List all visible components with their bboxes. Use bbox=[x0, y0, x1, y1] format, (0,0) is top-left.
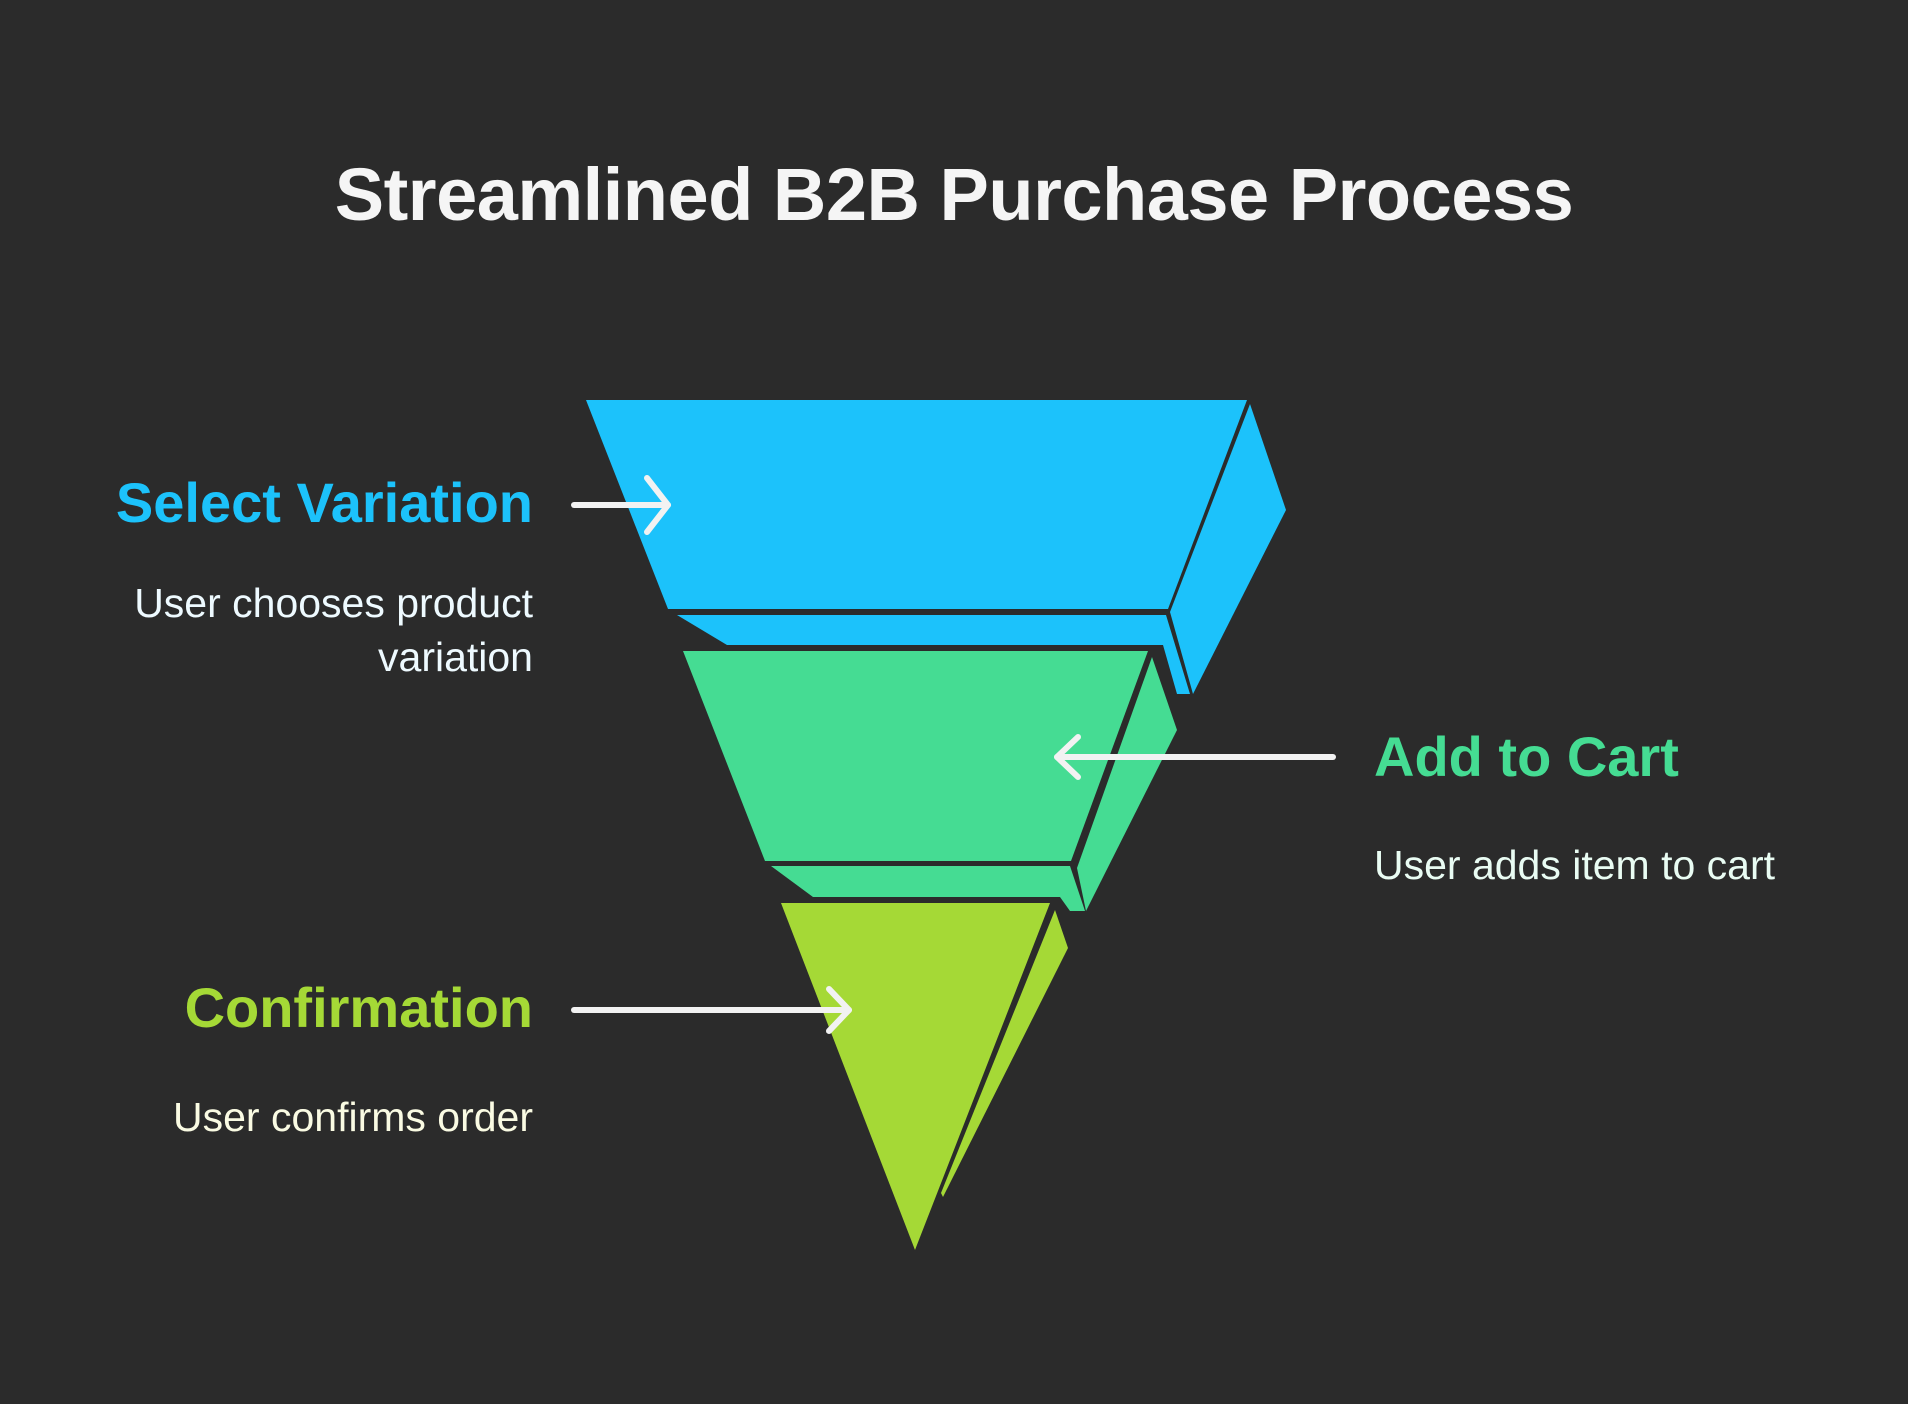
stage-description-select-variation: User chooses product variation bbox=[13, 576, 533, 684]
stage-1-bottom-face bbox=[677, 615, 1190, 694]
stage-description-line: variation bbox=[378, 634, 533, 680]
funnel-stage-select-variation bbox=[586, 400, 1286, 694]
arrow-right-icon bbox=[571, 986, 852, 1034]
stage-3-front-face bbox=[781, 903, 1050, 1250]
stage-title-confirmation: Confirmation bbox=[184, 976, 533, 1039]
stage-2-bottom-face bbox=[771, 866, 1085, 911]
stage-description-confirmation: User confirms order bbox=[173, 1094, 533, 1140]
stage-1-front-face bbox=[586, 400, 1247, 609]
stage-title-add-to-cart: Add to Cart bbox=[1374, 725, 1679, 788]
funnel-stage-confirmation bbox=[781, 903, 1068, 1250]
stage-3-side-face bbox=[941, 910, 1068, 1197]
funnel-stage-add-to-cart bbox=[683, 651, 1177, 911]
arrow-left-icon bbox=[1054, 734, 1336, 780]
stage-title-select-variation: Select Variation bbox=[115, 471, 533, 534]
arrow-right-icon bbox=[571, 475, 671, 535]
stage-1-side-face bbox=[1170, 404, 1286, 694]
stage-2-front-face bbox=[683, 651, 1148, 861]
stage-description-line: User chooses product bbox=[134, 580, 533, 626]
stage-2-side-face bbox=[1077, 657, 1177, 911]
stage-description-add-to-cart: User adds item to cart bbox=[1374, 842, 1776, 888]
diagram-title: Streamlined B2B Purchase Process bbox=[334, 153, 1574, 236]
